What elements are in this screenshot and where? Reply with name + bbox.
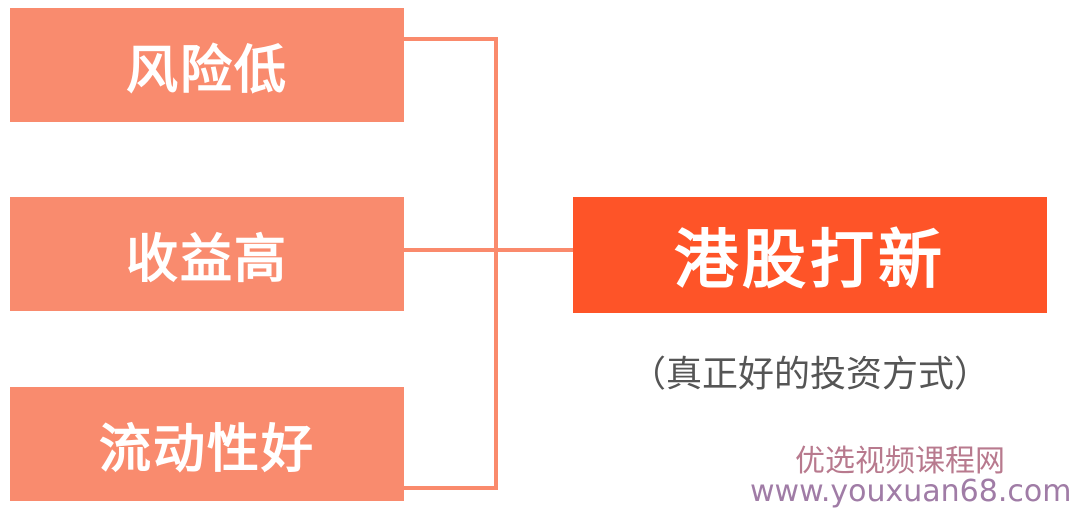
- connector-vertical: [494, 37, 498, 490]
- connector-middle: [404, 248, 573, 252]
- benefit-box-low-risk: 风险低: [10, 8, 404, 122]
- benefit-label: 流动性好: [98, 419, 315, 480]
- watermark-name: 优选视频课程网: [795, 444, 1005, 479]
- watermark-url: www.youxuan68.com: [750, 474, 1072, 509]
- main-subtitle: （真正好的投资方式）: [629, 354, 990, 395]
- benefit-label: 风险低: [125, 40, 288, 101]
- benefit-box-high-return: 收益高: [10, 197, 404, 311]
- connector-top: [404, 37, 498, 41]
- main-title: 港股打新: [674, 224, 946, 298]
- benefit-label: 收益高: [125, 229, 288, 290]
- connector-bottom: [404, 486, 498, 490]
- benefit-box-liquidity: 流动性好: [10, 387, 404, 501]
- main-topic-box: 港股打新: [573, 197, 1047, 313]
